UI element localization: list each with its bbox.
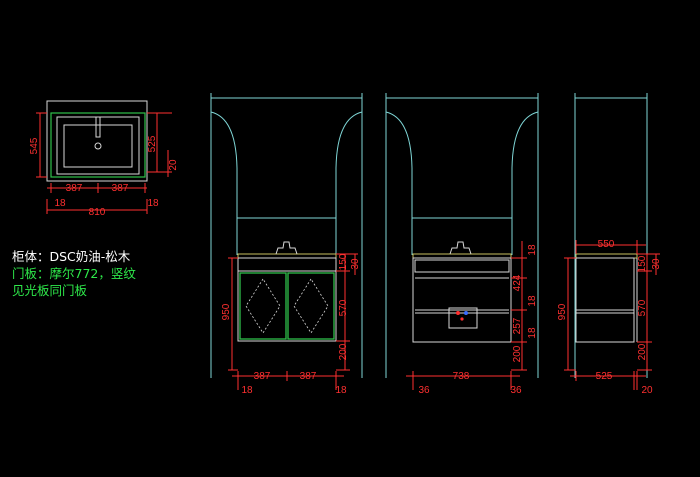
front-dim-side-right: 18 (335, 385, 347, 396)
front-door-right-swing (293, 278, 329, 334)
inner-dim-width: 738 (453, 371, 470, 382)
front-dim-width-right: 387 (300, 371, 317, 382)
front-dim-body: 570 (338, 299, 349, 316)
plan-dim-side-right: 18 (147, 198, 159, 209)
front-dim-width-left: 387 (254, 371, 271, 382)
inner-dim-low: 18 (527, 327, 538, 339)
inner-valve-blue-icon (464, 311, 468, 315)
side-dim-depth: 550 (598, 239, 615, 250)
inner-elevation: 18 424 18 257 18 200 738 36 36 (385, 93, 539, 396)
front-cabinet (237, 270, 337, 342)
front-door-left-swing (245, 278, 281, 334)
side-dim-base: 200 (637, 343, 648, 360)
front-dim-total-height: 950 (221, 303, 232, 320)
inner-valve-red-icon (456, 311, 460, 315)
plan-dim-depth-right: 525 (147, 135, 158, 152)
inner-dim-lower: 257 (512, 317, 523, 334)
plan-faucet-icon (95, 116, 101, 138)
inner-dim-mid: 18 (527, 295, 538, 307)
inner-dim-base: 200 (512, 345, 523, 362)
inner-dim-drawer: 424 (512, 274, 523, 291)
plan-drain-icon (94, 142, 102, 150)
inner-dim-side-left: 36 (418, 385, 430, 396)
plan-view: 545 525 20 387 387 18 810 18 (29, 100, 179, 218)
front-door-right (287, 272, 335, 340)
front-door-left (239, 272, 287, 340)
front-elevation: 150 30 950 570 200 387 387 18 18 (210, 93, 363, 396)
front-faucet-icon (275, 241, 298, 255)
inner-top-rail (414, 259, 510, 273)
inner-drain-trap (448, 307, 478, 329)
note-cabinet-material: 柜体：DSC奶油-松木 (12, 249, 131, 264)
plan-dim-depth-left: 545 (29, 137, 40, 154)
front-dim-top-a: 150 (338, 253, 349, 270)
plan-dim-side-left: 18 (54, 198, 66, 209)
inner-dim-top: 18 (527, 244, 538, 256)
note-visible-panel: 见光板同门板 (12, 283, 88, 298)
side-dim-top-b: 30 (651, 258, 662, 270)
inner-faucet-icon (449, 241, 472, 255)
side-dim-back: 20 (641, 385, 653, 396)
side-elevation: 550 150 30 950 570 200 525 20 (557, 93, 662, 396)
plan-dim-width-right: 387 (112, 183, 129, 194)
plan-dim-total: 810 (89, 207, 106, 218)
front-dim-top-b: 30 (350, 258, 361, 270)
note-door-material: 门板：摩尔772，竖纹 (12, 266, 136, 281)
plan-door-frame (50, 112, 146, 178)
side-dim-body-width: 525 (596, 371, 613, 382)
plan-dim-width-left: 387 (66, 183, 83, 194)
inner-cabinet (412, 257, 512, 343)
plan-basin-inner (63, 124, 133, 168)
front-dim-side-left: 18 (241, 385, 253, 396)
inner-dim-side-right: 36 (510, 385, 522, 396)
side-dim-total-height: 950 (557, 303, 568, 320)
side-dim-top-a: 150 (637, 255, 648, 272)
side-dim-body: 570 (637, 299, 648, 316)
plan-dim-back: 20 (168, 159, 179, 171)
front-dim-base: 200 (338, 343, 349, 360)
inner-valve-knob-icon (460, 317, 464, 321)
plan-outer-frame (46, 100, 148, 182)
